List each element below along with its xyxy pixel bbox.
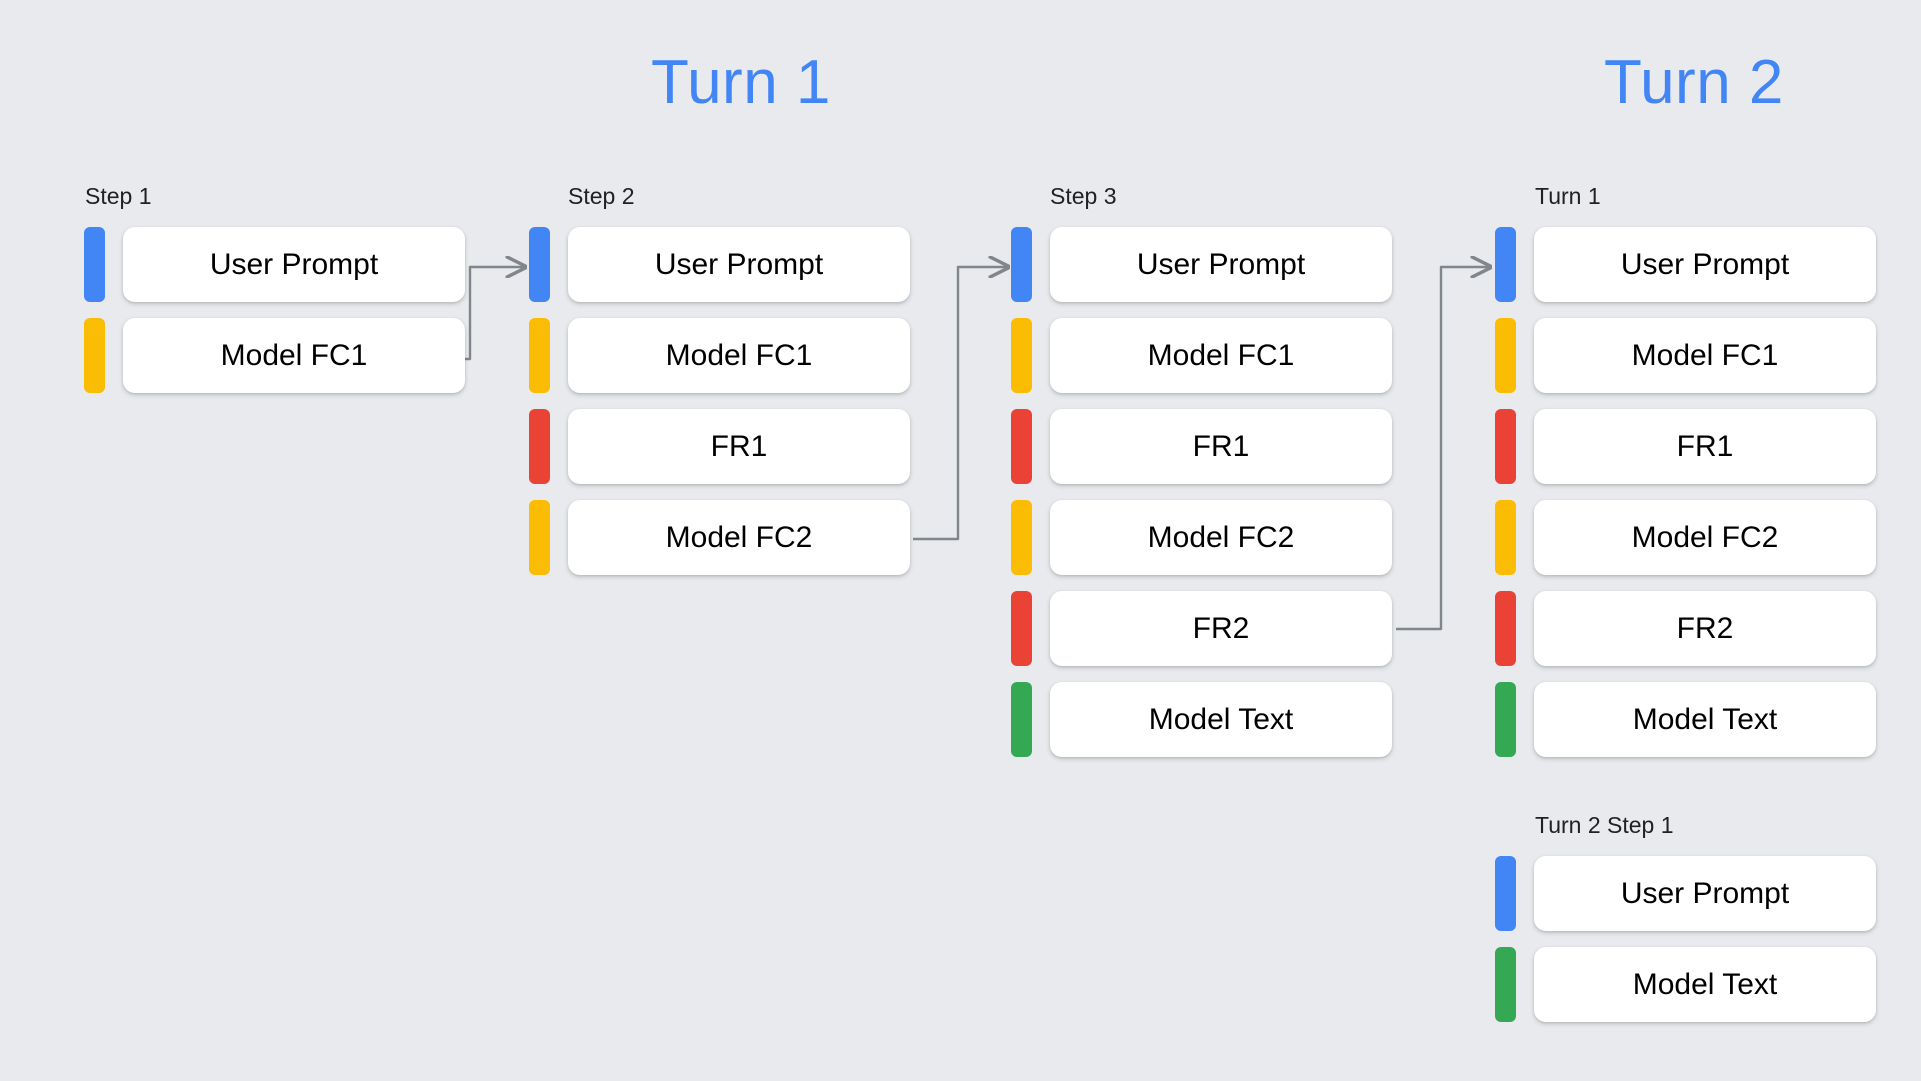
role-bar-user (1495, 856, 1516, 931)
arrow-step3-to-turn1 (1396, 267, 1490, 631)
card-fr1[interactable]: FR1 (1534, 409, 1876, 484)
role-bar-function-call (84, 318, 105, 393)
role-bar-function-call (1495, 318, 1516, 393)
list-item[interactable]: FR2 (1011, 591, 1392, 666)
role-bar-function-call (529, 500, 550, 575)
column-label-turn-2-step-1: Turn 2 Step 1 (1535, 812, 1674, 838)
list-item[interactable]: User Prompt (1011, 227, 1392, 302)
card-user-prompt[interactable]: User Prompt (123, 227, 465, 302)
list-item[interactable]: Model Text (1011, 682, 1392, 757)
list-item[interactable]: Model Text (1495, 947, 1876, 1022)
role-bar-function-call (1011, 500, 1032, 575)
column-label-turn-1: Turn 1 (1535, 183, 1601, 209)
list-item[interactable]: Model FC1 (529, 318, 910, 393)
list-item[interactable]: Model FC1 (1495, 318, 1876, 393)
card-fr2[interactable]: FR2 (1050, 591, 1392, 666)
card-model-fc2[interactable]: Model FC2 (568, 500, 910, 575)
role-bar-function-response (1495, 591, 1516, 666)
turn-1-title: Turn 1 (651, 48, 831, 117)
card-model-fc2[interactable]: Model FC2 (1050, 500, 1392, 575)
card-model-text[interactable]: Model Text (1050, 682, 1392, 757)
list-item[interactable]: FR1 (1495, 409, 1876, 484)
column-label-step-3: Step 3 (1050, 183, 1117, 209)
list-item[interactable]: User Prompt (529, 227, 910, 302)
column-label-step-2: Step 2 (568, 183, 635, 209)
list-item[interactable]: FR2 (1495, 591, 1876, 666)
card-model-fc1[interactable]: Model FC1 (1534, 318, 1876, 393)
list-item[interactable]: User Prompt (84, 227, 465, 302)
rows-turn-1-history: User Prompt Model FC1 FR1 Model FC2 FR2 … (1495, 227, 1876, 757)
card-model-fc1[interactable]: Model FC1 (1050, 318, 1392, 393)
role-bar-function-response (529, 409, 550, 484)
role-bar-model-text (1495, 682, 1516, 757)
list-item[interactable]: Model Text (1495, 682, 1876, 757)
role-bar-function-response (1011, 591, 1032, 666)
card-user-prompt[interactable]: User Prompt (1534, 856, 1876, 931)
role-bar-function-response (1011, 409, 1032, 484)
card-user-prompt[interactable]: User Prompt (568, 227, 910, 302)
role-bar-function-call (1011, 318, 1032, 393)
arrow-step2-to-step3 (913, 267, 1008, 541)
card-model-text[interactable]: Model Text (1534, 682, 1876, 757)
list-item[interactable]: User Prompt (1495, 856, 1876, 931)
list-item[interactable]: Model FC1 (1011, 318, 1392, 393)
rows-step-1: User Prompt Model FC1 (84, 227, 465, 393)
list-item[interactable]: Model FC1 (84, 318, 465, 393)
role-bar-user (84, 227, 105, 302)
turn-2-title: Turn 2 (1604, 48, 1784, 117)
role-bar-model-text (1495, 947, 1516, 1022)
card-fr1[interactable]: FR1 (568, 409, 910, 484)
role-bar-function-call (1495, 500, 1516, 575)
role-bar-user (1495, 227, 1516, 302)
rows-step-3: User Prompt Model FC1 FR1 Model FC2 FR2 … (1011, 227, 1392, 757)
role-bar-user (529, 227, 550, 302)
card-model-text[interactable]: Model Text (1534, 947, 1876, 1022)
list-item[interactable]: FR1 (1011, 409, 1392, 484)
list-item[interactable]: Model FC2 (529, 500, 910, 575)
role-bar-user (1011, 227, 1032, 302)
card-model-fc1[interactable]: Model FC1 (123, 318, 465, 393)
list-item[interactable]: User Prompt (1495, 227, 1876, 302)
card-user-prompt[interactable]: User Prompt (1534, 227, 1876, 302)
card-fr2[interactable]: FR2 (1534, 591, 1876, 666)
list-item[interactable]: Model FC2 (1495, 500, 1876, 575)
card-fr1[interactable]: FR1 (1050, 409, 1392, 484)
card-user-prompt[interactable]: User Prompt (1050, 227, 1392, 302)
role-bar-model-text (1011, 682, 1032, 757)
role-bar-function-response (1495, 409, 1516, 484)
list-item[interactable]: FR1 (529, 409, 910, 484)
column-label-step-1: Step 1 (85, 183, 152, 209)
list-item[interactable]: Model FC2 (1011, 500, 1392, 575)
rows-step-2: User Prompt Model FC1 FR1 Model FC2 (529, 227, 910, 575)
card-model-fc1[interactable]: Model FC1 (568, 318, 910, 393)
role-bar-function-call (529, 318, 550, 393)
rows-turn-2-step-1: User Prompt Model Text (1495, 856, 1876, 1022)
card-model-fc2[interactable]: Model FC2 (1534, 500, 1876, 575)
